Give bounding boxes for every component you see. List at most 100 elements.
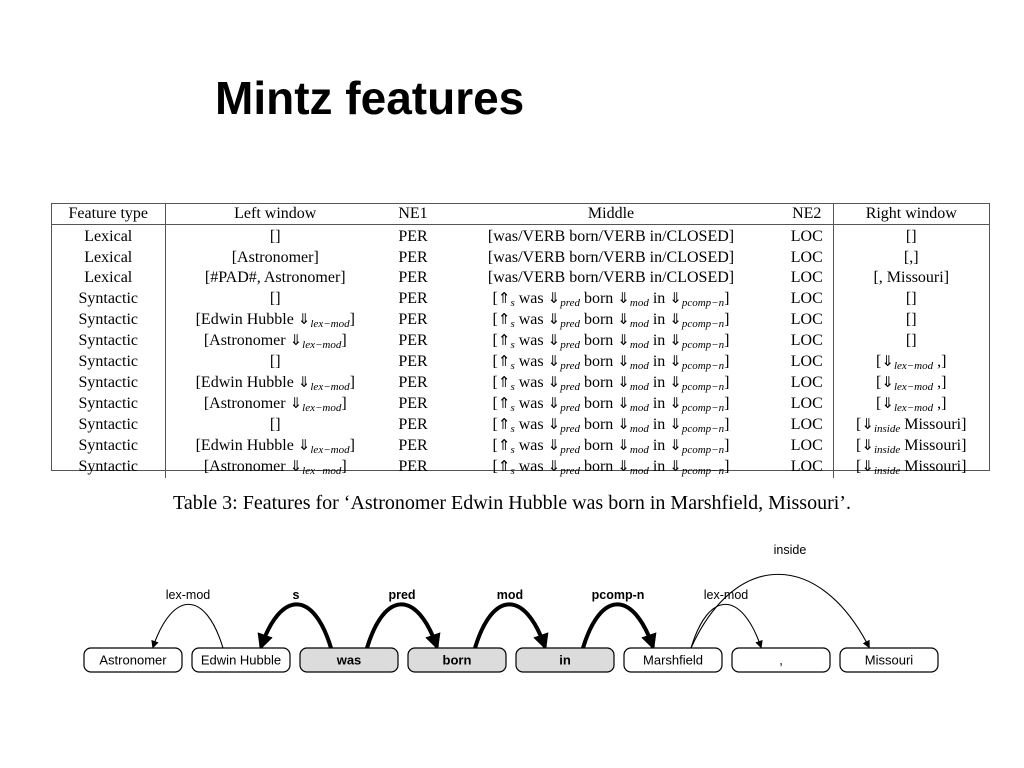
- cell-text: born: [579, 415, 618, 433]
- cell-text: [: [876, 394, 882, 412]
- table-row: Syntactic[]PER[⇑s was ⇓pred born ⇓mod in…: [52, 351, 989, 373]
- table-row: Syntactic[Edwin Hubble ⇓lex−mod]PER[⇑s w…: [52, 309, 989, 331]
- cell-text: ]: [349, 373, 355, 391]
- dependency-arrow-icon: ⇓: [669, 332, 682, 349]
- cell-middle: [⇑s was ⇓pred born ⇓mod in ⇓pcomp−n]: [441, 415, 781, 436]
- cell-ne2: LOC: [790, 458, 823, 475]
- dependency-arrow-icon: ⇓: [669, 395, 682, 412]
- cell-text: in: [648, 436, 670, 454]
- cell-text: born: [579, 457, 618, 475]
- cell-left-window: []: [165, 352, 385, 373]
- dependency-subscript: s: [510, 422, 515, 435]
- cell-right-window: [,]: [832, 247, 989, 268]
- cell-text: [: [856, 436, 862, 454]
- cell-right-window: [⇓lex−mod ,]: [832, 393, 989, 415]
- cell-text: ]: [724, 457, 730, 475]
- dependency-arrow-icon: ⇑: [497, 416, 511, 433]
- cell-text: was: [514, 373, 548, 391]
- cell-text: []: [269, 353, 281, 370]
- cell-text: [: [492, 394, 498, 412]
- dependency-arrow-icon: ⇓: [669, 416, 682, 433]
- token-box: Marshfield: [623, 647, 723, 673]
- cell-text: [Edwin Hubble: [195, 436, 298, 454]
- cell-text: ,]: [933, 394, 947, 412]
- cell-text: [: [492, 373, 498, 391]
- header-middle: Middle: [441, 204, 781, 225]
- dependency-arc: [151, 604, 224, 649]
- cell-feature-type: Syntactic: [52, 351, 166, 373]
- features-table: Feature type Left window NE1 Middle NE2 …: [51, 203, 990, 478]
- cell-feature-type: Syntactic: [52, 288, 166, 310]
- cell-text: []: [905, 332, 917, 349]
- dependency-arrow-icon: ⇓: [617, 458, 630, 475]
- table-row: Syntactic[Edwin Hubble ⇓lex−mod]PER[⇑s w…: [52, 372, 989, 394]
- token-label: in: [559, 653, 571, 668]
- table-caption: Table 3: Features for ‘Astronomer Edwin …: [173, 492, 851, 514]
- cell-ne1: PER: [398, 290, 428, 307]
- token-label: Missouri: [865, 653, 914, 668]
- cell-text: in: [648, 331, 670, 349]
- cell-ne2: LOC: [790, 395, 823, 412]
- dependency-subscript: pred: [560, 422, 580, 435]
- header-feature-type: Feature type: [52, 204, 166, 225]
- token-label: Edwin Hubble: [201, 653, 281, 668]
- dependency-arrow-icon: ⇑: [497, 290, 511, 307]
- cell-feature-type: Syntactic: [52, 435, 166, 457]
- dependency-arrow-icon: ⇓: [861, 416, 874, 433]
- cell-left-window: [Edwin Hubble ⇓lex−mod]: [165, 373, 385, 394]
- dependency-subscript: s: [510, 464, 515, 477]
- cell-text: ]: [341, 394, 347, 412]
- token-box: born: [407, 647, 507, 673]
- cell-ne1: PER: [398, 416, 428, 433]
- token-rect: [515, 647, 615, 673]
- cell-text: born: [579, 310, 618, 328]
- dependency-subscript: inside: [873, 464, 901, 477]
- cell-text: ]: [724, 352, 730, 370]
- cell-text: []: [905, 228, 917, 246]
- dependency-subscript: pcomp−n: [681, 422, 725, 435]
- dependency-arrow-icon: ⇓: [289, 458, 303, 475]
- dependency-arc: [257, 602, 333, 651]
- cell-text: [Edwin Hubble: [195, 310, 298, 328]
- cell-ne2: LOC: [790, 353, 823, 370]
- dependency-arrow-icon: ⇓: [861, 437, 874, 454]
- dependency-subscript: lex−mod: [302, 338, 342, 351]
- token-rect: [623, 647, 723, 673]
- dependency-label: pred: [388, 588, 415, 602]
- cell-middle: [was/VERB born/VERB in/CLOSED]: [441, 225, 781, 248]
- cell-feature-type: Lexical: [52, 268, 166, 289]
- cell-text: []: [269, 416, 281, 433]
- cell-text: [: [876, 373, 882, 391]
- token-rect: [839, 647, 939, 673]
- dependency-subscript: lex−mod: [310, 380, 350, 393]
- cell-ne2: LOC: [790, 311, 823, 328]
- cell-ne1: PER: [398, 353, 428, 370]
- cell-text: in: [648, 373, 670, 391]
- dependency-arrow-icon: ⇓: [617, 332, 630, 349]
- dependency-arrow-icon: ⇓: [669, 290, 682, 307]
- cell-middle: [⇑s was ⇓pred born ⇓mod in ⇓pcomp−n]: [441, 373, 781, 394]
- cell-text: []: [905, 290, 917, 307]
- token-label: Astronomer: [99, 653, 167, 668]
- cell-left-window: [Edwin Hubble ⇓lex−mod]: [165, 436, 385, 457]
- dependency-arc: [690, 604, 763, 649]
- dependency-subscript: mod: [629, 464, 649, 477]
- dependency-subscript: pcomp−n: [681, 464, 725, 477]
- dependency-subscript: pred: [560, 380, 580, 393]
- cell-left-window: [Astronomer ⇓lex−mod]: [165, 457, 385, 478]
- dependency-arrow-icon: ⇓: [617, 311, 630, 328]
- dependency-subscript: mod: [629, 317, 649, 330]
- cell-feature-type: Syntactic: [52, 330, 166, 352]
- dependency-subscript: lex−mod: [893, 380, 934, 393]
- dependency-subscript: pcomp−n: [681, 338, 725, 351]
- cell-text: [Astronomer: [203, 457, 290, 475]
- cell-feature-type: Lexical: [52, 247, 166, 268]
- dependency-arrow-icon: ⇓: [669, 353, 682, 370]
- cell-right-window: []: [832, 288, 989, 310]
- cell-text: born: [579, 352, 618, 370]
- dependency-subscript: s: [510, 443, 515, 456]
- dependency-subscript: mod: [629, 443, 649, 456]
- cell-right-window: []: [832, 224, 989, 248]
- token-label: born: [443, 653, 472, 668]
